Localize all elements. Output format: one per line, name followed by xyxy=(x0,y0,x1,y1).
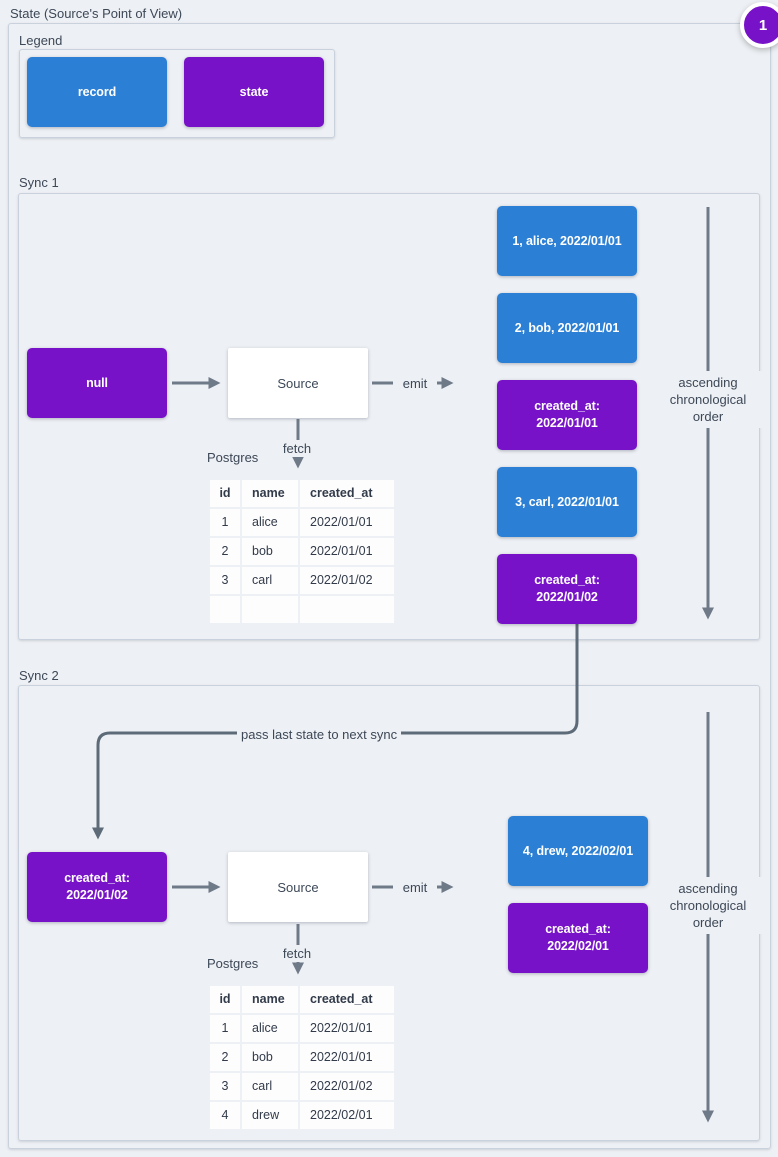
record-box: 4, drew, 2022/02/01 xyxy=(508,816,648,886)
table-cell: 2022/01/01 xyxy=(300,538,394,565)
text-line: 2022/02/01 xyxy=(547,939,609,953)
text-line: order xyxy=(692,409,724,424)
source-node-sync2: Source xyxy=(228,852,368,922)
input-state-box-sync2: created_at: 2022/01/02 xyxy=(27,852,167,922)
text-line: created_at: xyxy=(545,922,611,936)
table-cell: 3 xyxy=(210,1073,240,1100)
state-legend-swatch: state xyxy=(184,57,324,127)
text-line: 2022/01/02 xyxy=(66,888,128,902)
emitted-stream-sync1: 1, alice, 2022/01/01 2, bob, 2022/01/01 cr… xyxy=(497,206,638,624)
record-box: 2, bob, 2022/01/01 xyxy=(497,293,637,363)
table-cell: 2022/02/01 xyxy=(300,1102,394,1129)
text-line: order xyxy=(692,915,724,930)
pass-state-label: pass last state to next sync xyxy=(237,726,402,743)
text-line: ascending xyxy=(678,375,738,390)
legend-panel xyxy=(19,49,335,138)
fetch-label-sync2: fetch xyxy=(272,945,322,962)
state-box: created_at: 2022/01/01 xyxy=(497,380,637,450)
ascending-order-label-sync2: ascending chronological order xyxy=(652,877,764,934)
postgres-label-sync2: Postgres xyxy=(207,956,259,971)
fetch-label-sync1: fetch xyxy=(272,440,322,457)
table-cell: bob xyxy=(242,1044,298,1071)
column-header: created_at xyxy=(300,480,394,507)
record-legend-swatch: record xyxy=(27,57,167,127)
state-box: created_at: 2022/01/02 xyxy=(497,554,637,624)
table-cell: 3 xyxy=(210,567,240,594)
text-line: 2, bob, 2022/01/01 xyxy=(514,320,620,335)
table-cell: alice xyxy=(242,1015,298,1042)
text-line: chronological xyxy=(669,392,747,407)
emit-label-sync1: emit xyxy=(393,375,437,392)
table-cell: 1 xyxy=(210,509,240,536)
table-cell: 2 xyxy=(210,1044,240,1071)
legend-label: Legend xyxy=(19,33,63,48)
text-line: chronological xyxy=(669,898,747,913)
sync1-label: Sync 1 xyxy=(19,175,59,190)
table-cell: 2022/01/01 xyxy=(300,1015,394,1042)
table-cell: bob xyxy=(242,538,298,565)
table-cell xyxy=(210,596,240,623)
state-outer-panel xyxy=(8,23,771,1149)
table-cell: 2022/01/01 xyxy=(300,1044,394,1071)
table-row xyxy=(210,596,394,623)
text-line: created_at: xyxy=(534,573,600,587)
table-cell: drew xyxy=(242,1102,298,1129)
text-line: 1, alice, 2022/01/01 xyxy=(512,233,622,248)
table-cell: alice xyxy=(242,509,298,536)
emitted-stream-sync2: 4, drew, 2022/02/01 created_at: 2022/02/01 xyxy=(508,816,648,973)
annotation-badge-1: 1 xyxy=(740,2,778,48)
table-cell: carl xyxy=(242,567,298,594)
table-cell xyxy=(300,596,394,623)
diagram-title: State (Source's Point of View) xyxy=(10,6,183,21)
sync2-label: Sync 2 xyxy=(19,668,59,683)
ascending-order-label-sync1: ascending chronological order xyxy=(652,371,764,428)
text-line: ascending xyxy=(678,881,738,896)
record-box: 3, carl, 2022/01/01 xyxy=(497,467,637,537)
table-cell xyxy=(242,596,298,623)
text-line: 2022/01/02 xyxy=(536,590,598,604)
table-cell: 4 xyxy=(210,1102,240,1129)
text-line: created_at: xyxy=(64,871,130,885)
table-cell: 2022/01/01 xyxy=(300,509,394,536)
record-box: 1, alice, 2022/01/01 xyxy=(497,206,637,276)
table-cell: carl xyxy=(242,1073,298,1100)
text-line: 3, carl, 2022/01/01 xyxy=(515,494,619,509)
source-node-sync1: Source xyxy=(228,348,368,418)
postgres-label-sync1: Postgres xyxy=(207,450,259,465)
table-cell: 1 xyxy=(210,1015,240,1042)
text-line: created_at: xyxy=(534,399,600,413)
input-state-box-sync1: null xyxy=(27,348,167,418)
column-header: name xyxy=(242,986,298,1013)
text-line: 4, drew, 2022/02/01 xyxy=(522,843,634,858)
state-box: created_at: 2022/02/01 xyxy=(508,903,648,973)
column-header: created_at xyxy=(300,986,394,1013)
table-cell: 2022/01/02 xyxy=(300,567,394,594)
table-cell: 2 xyxy=(210,538,240,565)
emit-label-sync2: emit xyxy=(393,879,437,896)
column-header: id xyxy=(210,480,240,507)
table-cell: 2022/01/02 xyxy=(300,1073,394,1100)
column-header: name xyxy=(242,480,298,507)
text-line: null xyxy=(86,375,108,390)
text-line: 2022/01/01 xyxy=(536,416,598,430)
column-header: id xyxy=(210,986,240,1013)
state-legend-label: state xyxy=(239,84,269,99)
record-legend-label: record xyxy=(77,84,117,99)
